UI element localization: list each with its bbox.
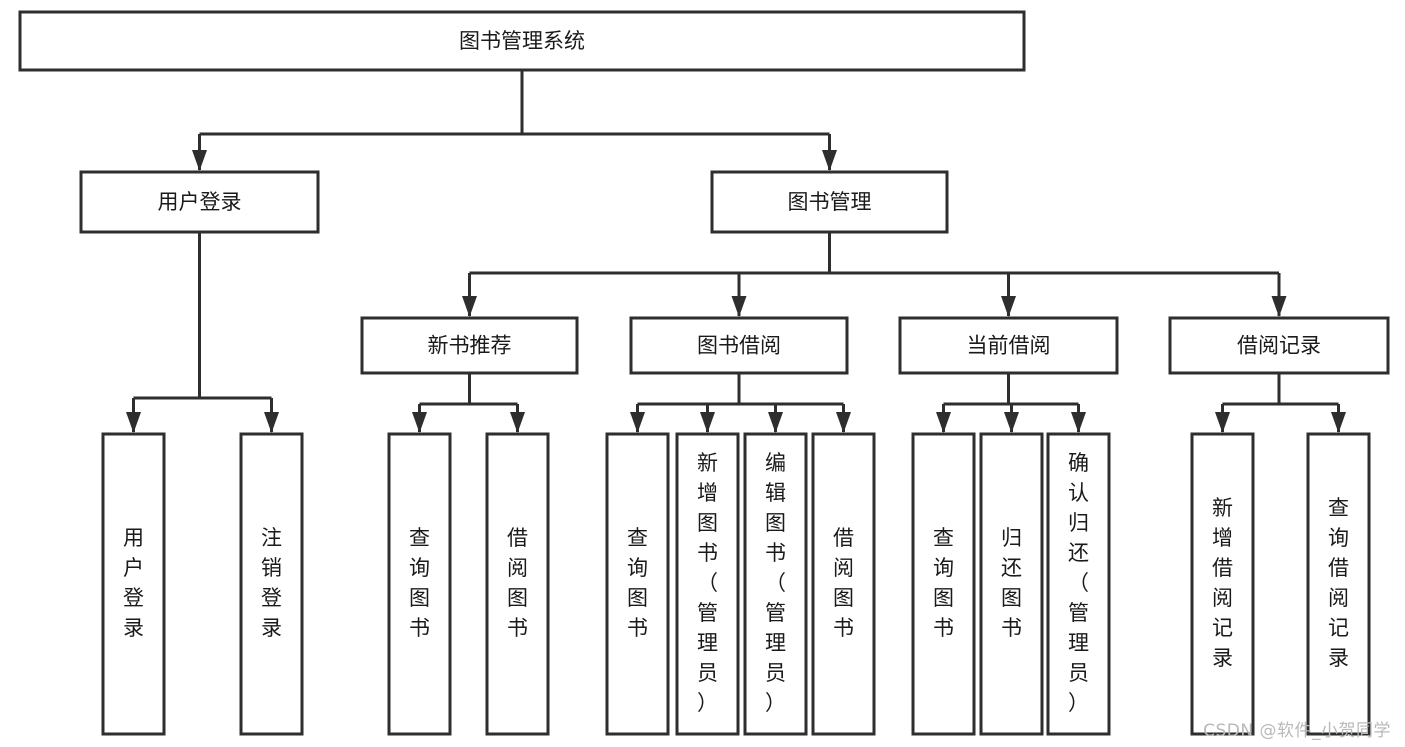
node-leaf_4[interactable]: 查询图书 [605, 432, 670, 736]
node-l3_3[interactable]: 借阅记录 [1168, 316, 1390, 375]
node-box-l3_0 [360, 316, 579, 375]
node-box-l3_1 [629, 316, 849, 375]
node-root[interactable]: 图书管理系统 [18, 10, 1026, 72]
node-box-leaf_9 [979, 432, 1044, 736]
node-l2_1[interactable]: 图书管理 [710, 170, 949, 234]
node-leaf_7[interactable]: 借阅图书 [811, 432, 876, 736]
node-label-l2_1: 图书管理 [788, 190, 872, 214]
node-box-leaf_0 [101, 432, 166, 736]
node-leaf_11[interactable]: 新增借阅记录 [1190, 432, 1255, 736]
node-box-leaf_8 [911, 432, 976, 736]
node-box-leaf_11 [1190, 432, 1255, 736]
node-box-l3_3 [1168, 316, 1390, 375]
node-l3_0[interactable]: 新书推荐 [360, 316, 579, 375]
node-l2_0[interactable]: 用户登录 [79, 170, 320, 234]
node-l3_1[interactable]: 图书借阅 [629, 316, 849, 375]
node-box-leaf_12 [1306, 432, 1371, 736]
node-label-root: 图书管理系统 [459, 29, 585, 53]
node-label-l2_0: 用户登录 [158, 190, 242, 214]
node-label-leaf_1: 注销登录 [261, 526, 282, 640]
node-label-leaf_9: 归还图书 [1001, 526, 1022, 640]
node-label-l3_0: 新书推荐 [428, 334, 512, 358]
node-leaf_12[interactable]: 查询借阅记录 [1306, 432, 1371, 736]
node-leaf_6[interactable]: 编辑图书（管理员） [743, 432, 808, 736]
node-box-leaf_4 [605, 432, 670, 736]
nodes-layer: 图书管理系统用户登录图书管理新书推荐图书借阅当前借阅借阅记录用户登录注销登录查询… [18, 10, 1390, 736]
node-box-leaf_3 [485, 432, 550, 736]
node-box-root [18, 10, 1026, 72]
node-label-leaf_2: 查询图书 [409, 526, 430, 640]
node-leaf_9[interactable]: 归还图书 [979, 432, 1044, 736]
node-label-leaf_11: 新增借阅记录 [1212, 496, 1233, 670]
node-box-leaf_5 [675, 432, 740, 736]
node-box-leaf_6 [743, 432, 808, 736]
node-leaf_5[interactable]: 新增图书（管理员） [675, 432, 740, 736]
node-box-leaf_2 [387, 432, 452, 736]
node-label-leaf_4: 查询图书 [627, 526, 648, 640]
node-label-l3_3: 借阅记录 [1237, 334, 1321, 358]
node-leaf_0[interactable]: 用户登录 [101, 432, 166, 736]
node-box-leaf_7 [811, 432, 876, 736]
node-label-leaf_6: 编辑图书（管理员） [765, 451, 786, 715]
node-box-l2_1 [710, 170, 949, 234]
node-leaf_8[interactable]: 查询图书 [911, 432, 976, 736]
node-label-leaf_8: 查询图书 [933, 526, 954, 640]
node-label-l3_1: 图书借阅 [697, 334, 781, 358]
node-leaf_3[interactable]: 借阅图书 [485, 432, 550, 736]
node-label-leaf_10: 确认归还（管理员） [1068, 451, 1089, 715]
node-label-leaf_0: 用户登录 [123, 526, 144, 640]
node-box-l3_2 [898, 316, 1119, 375]
node-box-leaf_1 [239, 432, 304, 736]
node-box-leaf_10 [1046, 432, 1111, 736]
node-label-leaf_3: 借阅图书 [507, 526, 528, 640]
watermark-label: CSDN @软件_小贺同学 [1203, 721, 1391, 741]
node-label-leaf_5: 新增图书（管理员） [697, 451, 718, 715]
node-box-l2_0 [79, 170, 320, 234]
node-label-l3_2: 当前借阅 [967, 334, 1051, 358]
node-label-leaf_12: 查询借阅记录 [1328, 496, 1349, 670]
node-leaf_2[interactable]: 查询图书 [387, 432, 452, 736]
node-leaf_10[interactable]: 确认归还（管理员） [1046, 432, 1111, 736]
node-leaf_1[interactable]: 注销登录 [239, 432, 304, 736]
edges-layer [126, 70, 1346, 433]
node-label-leaf_7: 借阅图书 [833, 526, 854, 640]
node-l3_2[interactable]: 当前借阅 [898, 316, 1119, 375]
